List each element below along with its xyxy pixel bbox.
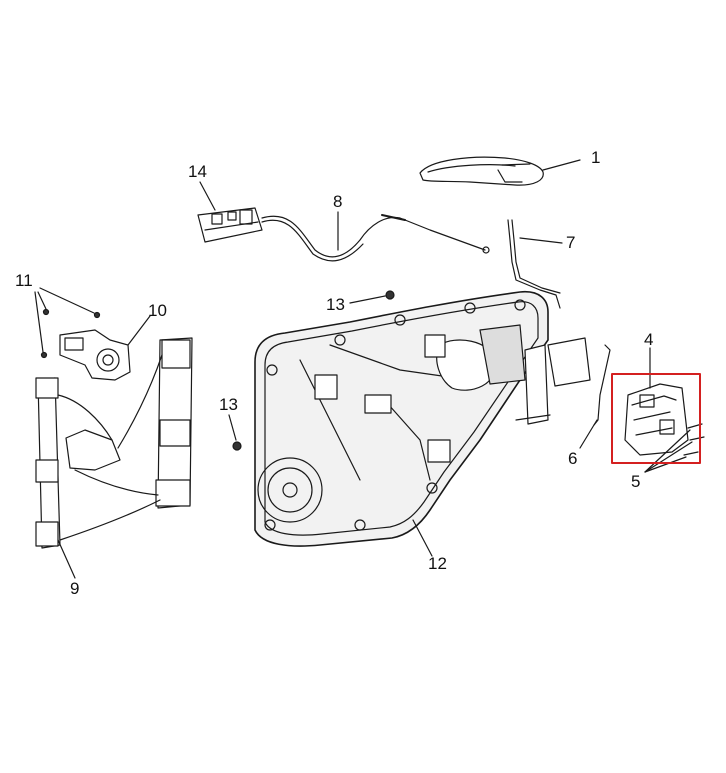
latch-part <box>624 347 689 456</box>
carrier-plate-part <box>254 290 591 557</box>
callout-11: 11 <box>15 271 33 290</box>
nut-part <box>349 290 395 304</box>
callout-13-top: 13 <box>326 295 345 314</box>
callout-12: 12 <box>428 554 447 573</box>
window-regulator-part <box>35 337 193 579</box>
callout-8: 8 <box>333 192 343 211</box>
highlight-box <box>611 373 701 464</box>
callout-5: 5 <box>631 472 641 491</box>
callout-9: 9 <box>70 579 80 598</box>
rod-part <box>507 219 563 309</box>
callout-6: 6 <box>568 449 578 468</box>
callout-4: 4 <box>644 330 654 349</box>
window-motor-part <box>59 315 151 381</box>
bolt-parts <box>644 423 705 473</box>
cable-part <box>261 211 490 262</box>
latch-rod-part <box>579 344 611 449</box>
callout-7: 7 <box>566 233 576 252</box>
nut-part-lower <box>228 414 242 451</box>
callout-14: 14 <box>188 162 207 181</box>
callout-13-middle: 13 <box>219 395 238 414</box>
inside-handle-part <box>197 181 263 243</box>
screw-parts <box>34 287 101 359</box>
callout-1: 1 <box>591 148 601 167</box>
callout-10: 10 <box>148 301 167 320</box>
exterior-handle-part <box>419 156 581 186</box>
